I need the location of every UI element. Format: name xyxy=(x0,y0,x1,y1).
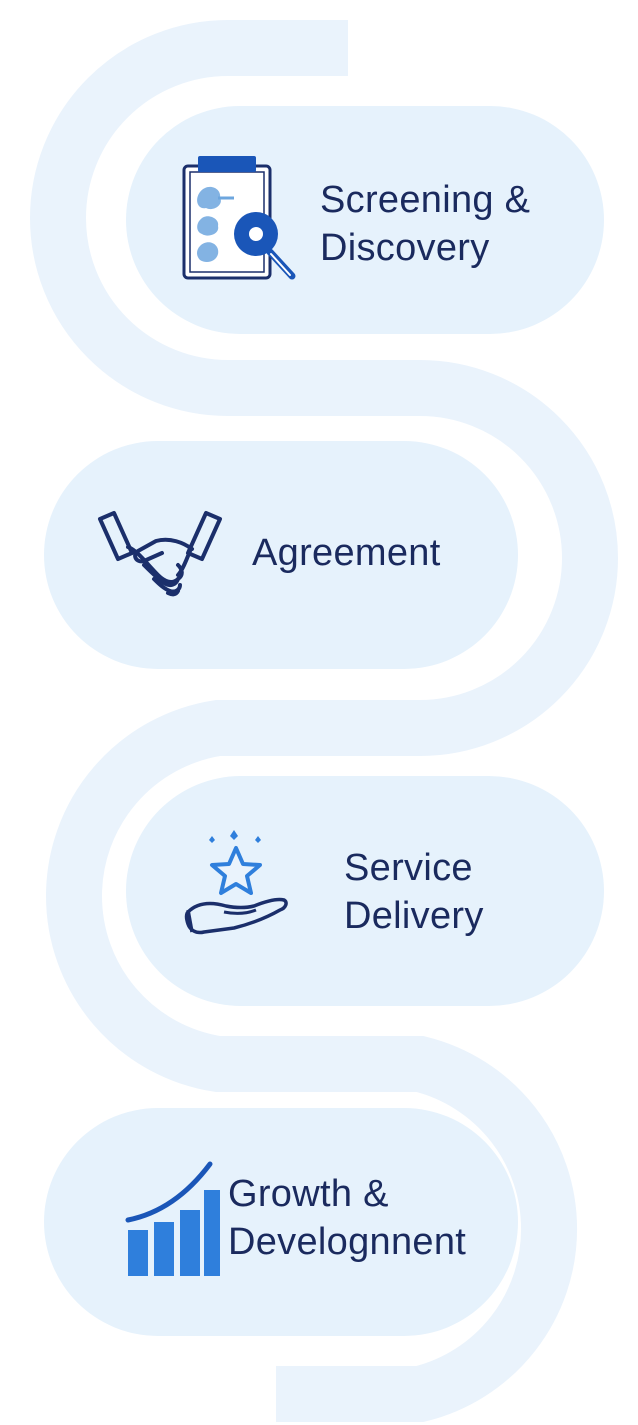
stage-label-agreement: Agreement xyxy=(252,532,441,574)
stage-card-service-delivery: Service Delivery xyxy=(126,776,604,1006)
stage-label-service-delivery: Service Delivery xyxy=(344,847,484,937)
stage-card-growth-development: Growth & Develognnent xyxy=(44,1108,518,1336)
stage-card-agreement: Agreement xyxy=(44,441,518,669)
clipboard-search-icon xyxy=(178,154,298,284)
stage-card-screening-discovery: Screening & Discovery xyxy=(126,106,604,334)
hand-star-icon xyxy=(182,826,292,944)
growth-chart-icon xyxy=(124,1160,224,1280)
stage-label-screening-discovery: Screening & Discovery xyxy=(320,179,531,269)
stage-label-growth-development: Growth & Develognnent xyxy=(228,1173,467,1263)
handshake-icon xyxy=(92,503,230,603)
